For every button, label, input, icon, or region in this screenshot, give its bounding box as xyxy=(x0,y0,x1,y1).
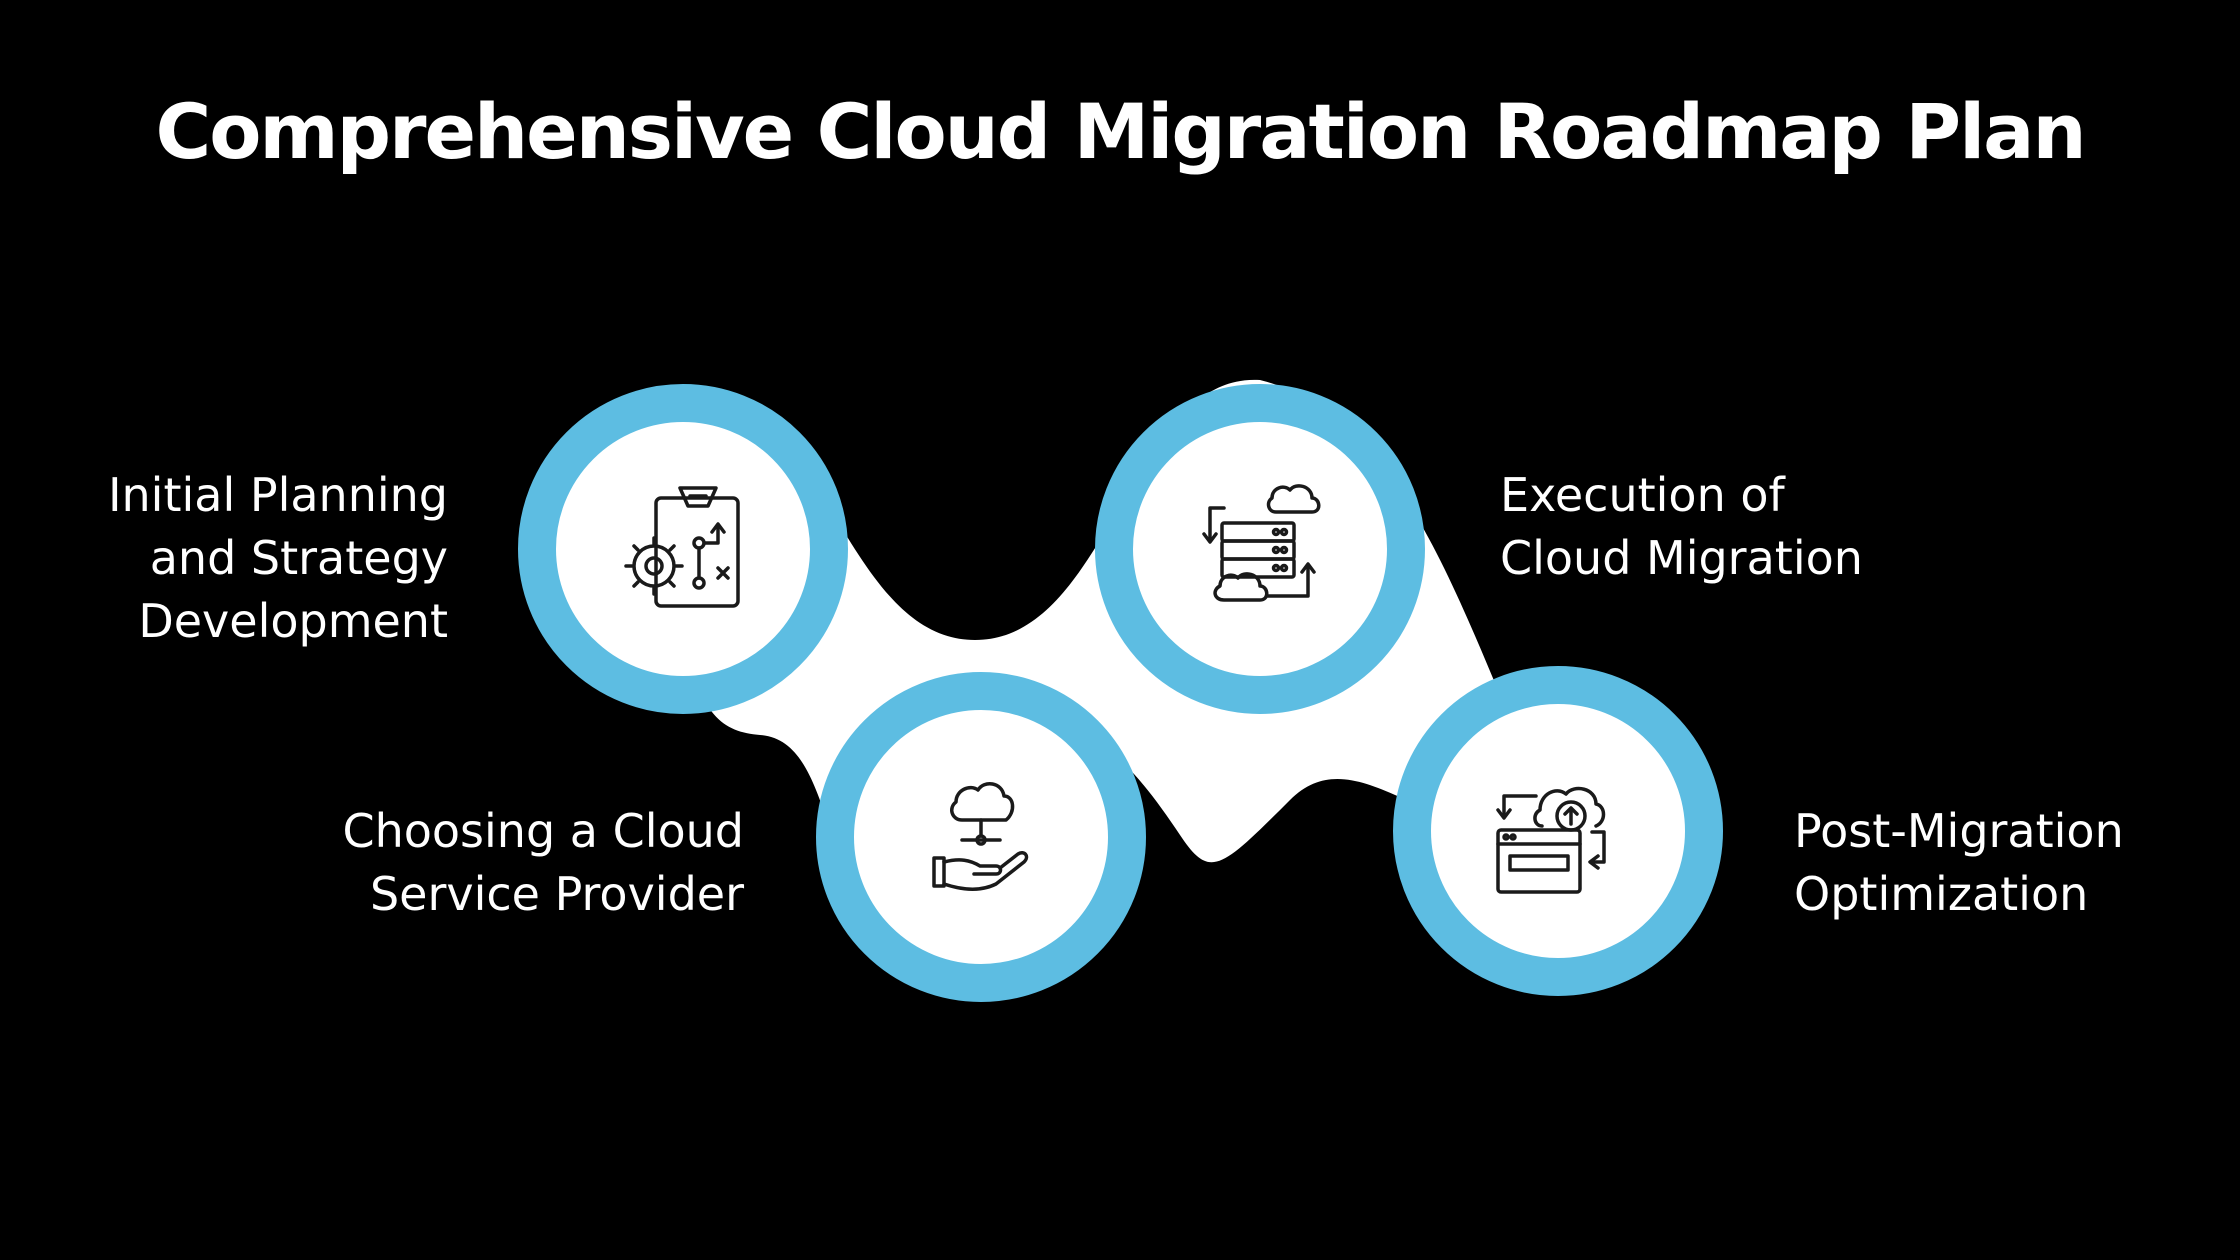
step-3-label-line: Execution of xyxy=(1500,468,1785,522)
step-3-node xyxy=(1095,384,1425,714)
page-title: Comprehensive Cloud Migration Roadmap Pl… xyxy=(155,87,2086,176)
step-1-label-line: and Strategy xyxy=(149,531,448,585)
step-2-node xyxy=(816,672,1146,1002)
step-3-ring xyxy=(1095,384,1425,714)
step-4-label-line: Post-Migration xyxy=(1794,804,2124,858)
step-3-label-line: Cloud Migration xyxy=(1500,531,1863,585)
step-1-label-line: Initial Planning xyxy=(107,468,448,522)
step-4-node xyxy=(1393,666,1723,996)
step-1-label-line: Development xyxy=(138,594,448,648)
step-1-node xyxy=(518,384,848,714)
step-3-label: Execution of Cloud Migration xyxy=(1500,464,1863,590)
step-4-label-line: Optimization xyxy=(1794,867,2089,921)
step-2-label-line: Service Provider xyxy=(369,867,744,921)
step-2-label: Choosing a Cloud Service Provider xyxy=(343,800,745,926)
clipboard-strategy-gear-icon xyxy=(624,486,740,608)
step-1-ring xyxy=(518,384,848,714)
step-4-label: Post-Migration Optimization xyxy=(1794,800,2124,926)
cloud-upload-window-icon xyxy=(1496,786,1606,894)
step-1-label: Initial Planning and Strategy Developmen… xyxy=(108,464,448,653)
step-2-label-line: Choosing a Cloud xyxy=(342,804,745,858)
server-cloud-transfer-icon xyxy=(1202,484,1321,602)
cloud-hand-provider-icon xyxy=(932,782,1029,891)
